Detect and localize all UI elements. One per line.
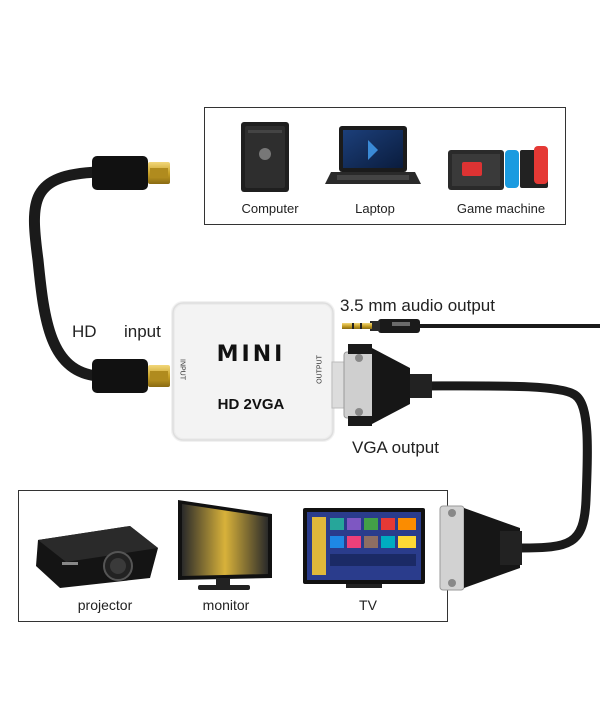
display-label-tv: TV <box>359 597 377 613</box>
hd-label: HD <box>72 322 97 341</box>
vga-cable <box>343 344 592 591</box>
laptop-icon <box>325 126 421 184</box>
source-label-laptop: Laptop <box>355 201 395 216</box>
tv-icon <box>303 508 425 588</box>
hdmi-cable <box>28 156 170 393</box>
display-label-monitor: monitor <box>202 597 250 613</box>
source-label-computer: Computer <box>241 201 299 216</box>
vga-output-label: VGA output <box>352 438 439 457</box>
projector-icon <box>36 526 158 588</box>
audio-cable <box>342 319 600 333</box>
vga-connector-adapter-icon <box>343 344 432 426</box>
monitor-icon <box>178 500 272 590</box>
mini-hd2vga-adapter <box>171 301 347 442</box>
source-label-game-machine: Game machine <box>456 201 546 216</box>
adapter-model: HD 2VGA <box>217 396 285 413</box>
display-label-projector: projector <box>77 597 133 613</box>
hdmi-connector-top-icon <box>92 156 170 190</box>
adapter-input-port-label: INPUT <box>178 359 186 380</box>
game-console-icon <box>448 146 548 190</box>
adapter-output-port-label: OUTPUT <box>316 355 324 384</box>
adapter-brand: MINI <box>216 342 286 367</box>
hdmi-connector-bottom-icon <box>92 359 170 393</box>
audio-output-label: 3.5 mm audio output <box>340 296 495 315</box>
input-label: input <box>124 322 161 341</box>
desktop-computer-icon <box>241 122 289 192</box>
vga-connector-display-icon <box>439 505 522 591</box>
